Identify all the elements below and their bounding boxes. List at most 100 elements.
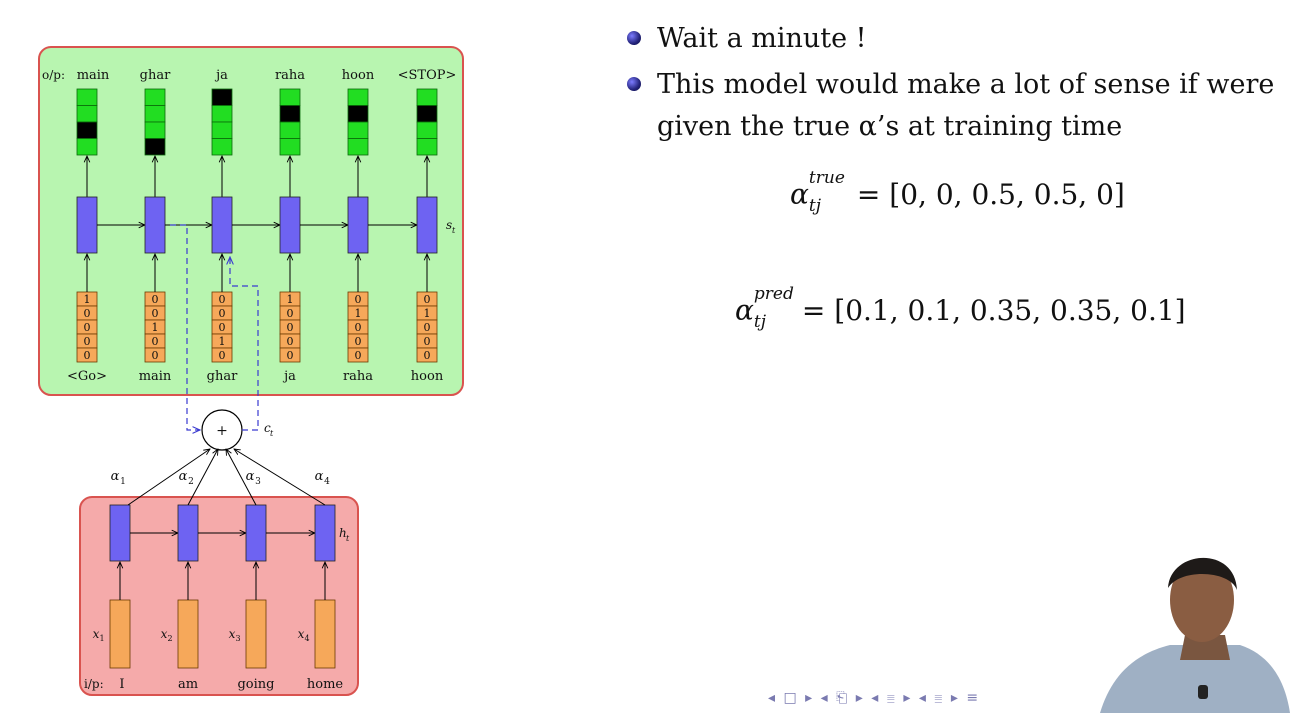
attention-weight-arrow xyxy=(234,449,326,506)
output-onehot-cell xyxy=(279,105,301,123)
hidden-subscript: t xyxy=(346,534,350,543)
decoder-rnn-cell xyxy=(144,196,166,254)
x-label: x xyxy=(161,627,168,641)
x-subscript: 4 xyxy=(304,634,309,643)
output-onehot-cell xyxy=(144,88,166,106)
decoder-rnn-cell xyxy=(416,196,438,254)
encoder-input-cell xyxy=(177,599,199,669)
encoder-rnn-cell xyxy=(314,504,336,562)
decoder-input-word: hoon xyxy=(411,369,444,384)
alpha-label: α xyxy=(246,469,255,484)
input-onehot-value: 0 xyxy=(287,307,294,320)
output-word-label: <STOP> xyxy=(398,68,457,83)
decoder-input-word: ja xyxy=(282,369,296,384)
decoder-rnn-cell xyxy=(279,196,301,254)
output-word-label: ghar xyxy=(140,68,171,83)
plus-symbol: + xyxy=(216,423,228,439)
encoder-input-cell xyxy=(245,599,267,669)
output-word-label: raha xyxy=(275,68,305,83)
attention-weight-arrow xyxy=(226,449,257,506)
input-onehot-value: 0 xyxy=(424,321,431,334)
input-onehot-value: 0 xyxy=(84,321,91,334)
input-prefix-label: i/p: xyxy=(84,677,104,691)
hidden-label: h xyxy=(339,526,347,540)
output-onehot-cell xyxy=(211,121,233,139)
alpha-symbol: α xyxy=(735,293,754,327)
alpha-symbol: α xyxy=(790,177,809,211)
output-onehot-cell xyxy=(279,121,301,139)
subscript: tj xyxy=(808,196,822,216)
encoder-rnn-cell xyxy=(177,504,199,562)
equation-rhs: = [0, 0, 0.5, 0.5, 0] xyxy=(856,177,1125,211)
state-label: s xyxy=(446,218,452,232)
input-onehot-value: 0 xyxy=(219,321,226,334)
alpha-subscript: 1 xyxy=(120,477,126,487)
output-word-label: main xyxy=(77,68,110,83)
encoder-input-word: home xyxy=(307,677,344,692)
alpha-label: α xyxy=(315,469,324,484)
output-onehot-cell xyxy=(211,88,233,106)
input-onehot-value: 0 xyxy=(84,349,91,362)
alpha-subscript: 3 xyxy=(255,477,261,487)
equation-rhs: = [0.1, 0.1, 0.35, 0.35, 0.1] xyxy=(801,293,1186,327)
bullet-text: Wait a minute ! xyxy=(657,23,867,54)
bullet-text: This model would make a lot of sense if … xyxy=(657,69,1275,142)
output-onehot-cell xyxy=(76,105,98,123)
input-onehot-value: 0 xyxy=(152,307,159,320)
input-onehot-value: 0 xyxy=(424,335,431,348)
decoder-input-word: ghar xyxy=(207,369,238,384)
slide-navigation[interactable]: ◂ □ ▸ ◂ ⎗ ▸ ◂ ≣ ▸ ◂ ≣ ▸ ≡ xyxy=(768,690,981,706)
input-onehot-value: 0 xyxy=(152,293,159,306)
x-label: x xyxy=(298,627,305,641)
output-word-label: ja xyxy=(214,68,228,83)
x-label: x xyxy=(229,627,236,641)
input-onehot-cell xyxy=(279,347,301,363)
alpha-label: α xyxy=(179,469,188,484)
input-onehot-value: 0 xyxy=(287,349,294,362)
input-onehot-value: 0 xyxy=(152,335,159,348)
output-onehot-cell xyxy=(347,121,369,139)
encoder-panel xyxy=(79,496,359,696)
input-onehot-value: 0 xyxy=(355,349,362,362)
encoder-rnn-cell xyxy=(245,504,267,562)
bullet-item: Wait a minute ! xyxy=(625,18,1275,60)
subscript: tj xyxy=(753,312,767,332)
superscript: pred xyxy=(753,284,794,304)
output-onehot-cell xyxy=(211,138,233,156)
x-subscript: 2 xyxy=(167,634,172,643)
output-onehot-cell xyxy=(279,88,301,106)
attention-diagram: o/p:main10000<Go>ghar00100mainja00010gha… xyxy=(38,46,464,696)
output-onehot-cell xyxy=(211,105,233,123)
state-subscript: t xyxy=(452,226,456,235)
encoder-input-word: going xyxy=(237,677,274,692)
input-onehot-cell xyxy=(416,347,438,363)
output-onehot-cell xyxy=(416,88,438,106)
output-onehot-cell xyxy=(279,138,301,156)
input-onehot-value: 0 xyxy=(219,307,226,320)
input-onehot-value: 1 xyxy=(424,307,431,320)
attention-weight-arrow xyxy=(127,449,210,506)
encoder-input-cell xyxy=(314,599,336,669)
input-onehot-value: 1 xyxy=(152,321,159,334)
context-subscript: t xyxy=(270,429,274,438)
bullet-item: This model would make a lot of sense if … xyxy=(625,64,1275,148)
decoder-input-word: main xyxy=(139,369,172,384)
input-onehot-value: 0 xyxy=(424,293,431,306)
output-onehot-cell xyxy=(347,105,369,123)
output-onehot-cell xyxy=(76,138,98,156)
decoder-panel xyxy=(38,46,464,396)
output-onehot-cell xyxy=(416,121,438,139)
context-label: c xyxy=(264,421,271,435)
bullet-dot-icon xyxy=(627,31,641,45)
output-onehot-cell xyxy=(416,105,438,123)
input-onehot-value: 1 xyxy=(355,307,362,320)
input-onehot-value: 0 xyxy=(355,321,362,334)
input-onehot-value: 0 xyxy=(219,293,226,306)
input-onehot-value: 0 xyxy=(84,307,91,320)
alpha-label: α xyxy=(111,469,120,484)
encoder-input-word: am xyxy=(178,677,198,692)
output-prefix-label: o/p: xyxy=(42,68,65,82)
speaker-photo xyxy=(1100,557,1290,713)
